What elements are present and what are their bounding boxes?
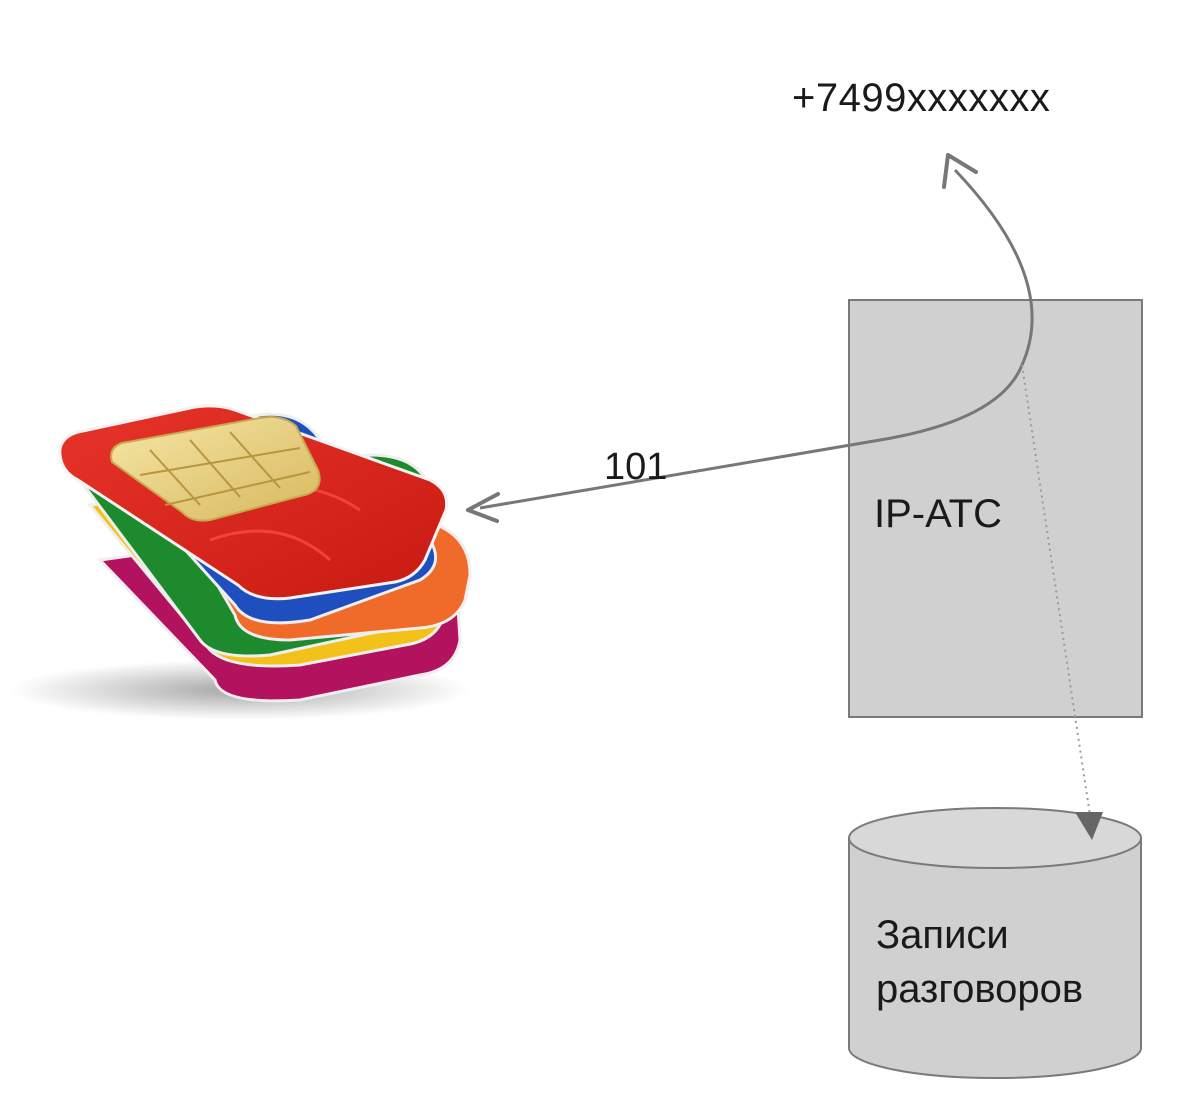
pbx-box: [848, 299, 1143, 718]
sim-card-stack-icon: [10, 404, 472, 720]
recordings-database: [848, 807, 1142, 1079]
recordings-label: Записи разговоров: [876, 908, 1083, 1016]
external-number-label: +7499xxxxxxx: [792, 76, 1051, 120]
extension-label: 101: [604, 446, 668, 488]
call-route-arrow: [466, 153, 1034, 523]
recordings-label-line2: разговоров: [876, 967, 1084, 1011]
recordings-label-line1: Записи: [876, 913, 1009, 957]
recording-flow-arrow: [1021, 364, 1103, 840]
pbx-label: IP-АТС: [874, 492, 1002, 536]
